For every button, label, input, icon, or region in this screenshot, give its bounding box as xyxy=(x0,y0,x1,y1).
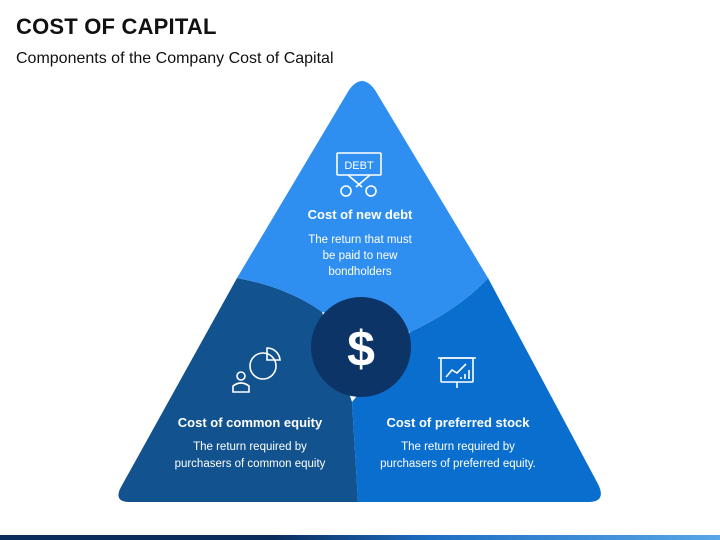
debt-scissors-icon xyxy=(336,152,382,197)
page-title: COST OF CAPITAL xyxy=(16,14,217,39)
debt-icon-label: DEBT xyxy=(344,160,374,172)
page-subtitle: Components of the Company Cost of Capita… xyxy=(16,50,334,67)
top-panel-desc-line-1: The return that must xyxy=(308,234,412,246)
footer-accent-bar xyxy=(0,535,720,540)
segment-preferred-stock xyxy=(352,278,601,502)
dollar-sign: $ xyxy=(347,321,375,377)
left-panel-desc-line-1: The return required by xyxy=(193,441,307,453)
person-pie-chart-icon xyxy=(232,347,281,393)
center-circle xyxy=(311,297,411,397)
left-panel-desc-line-2: purchasers of common equity xyxy=(175,458,326,470)
segment-common-equity xyxy=(118,278,358,502)
top-panel-desc-line-2: be paid to new xyxy=(323,250,399,262)
top-panel-title: Cost of new debt xyxy=(308,207,413,222)
right-panel-desc-line-1: The return required by xyxy=(401,441,515,453)
top-panel-desc-line-3: bondholders xyxy=(328,266,392,278)
right-panel-title: Cost of preferred stock xyxy=(386,415,530,430)
presentation-chart-icon xyxy=(438,357,476,388)
segment-new-debt xyxy=(237,81,488,332)
left-panel-title: Cost of common equity xyxy=(178,415,323,430)
right-panel-desc-line-2: purchasers of preferred equity. xyxy=(380,458,536,470)
